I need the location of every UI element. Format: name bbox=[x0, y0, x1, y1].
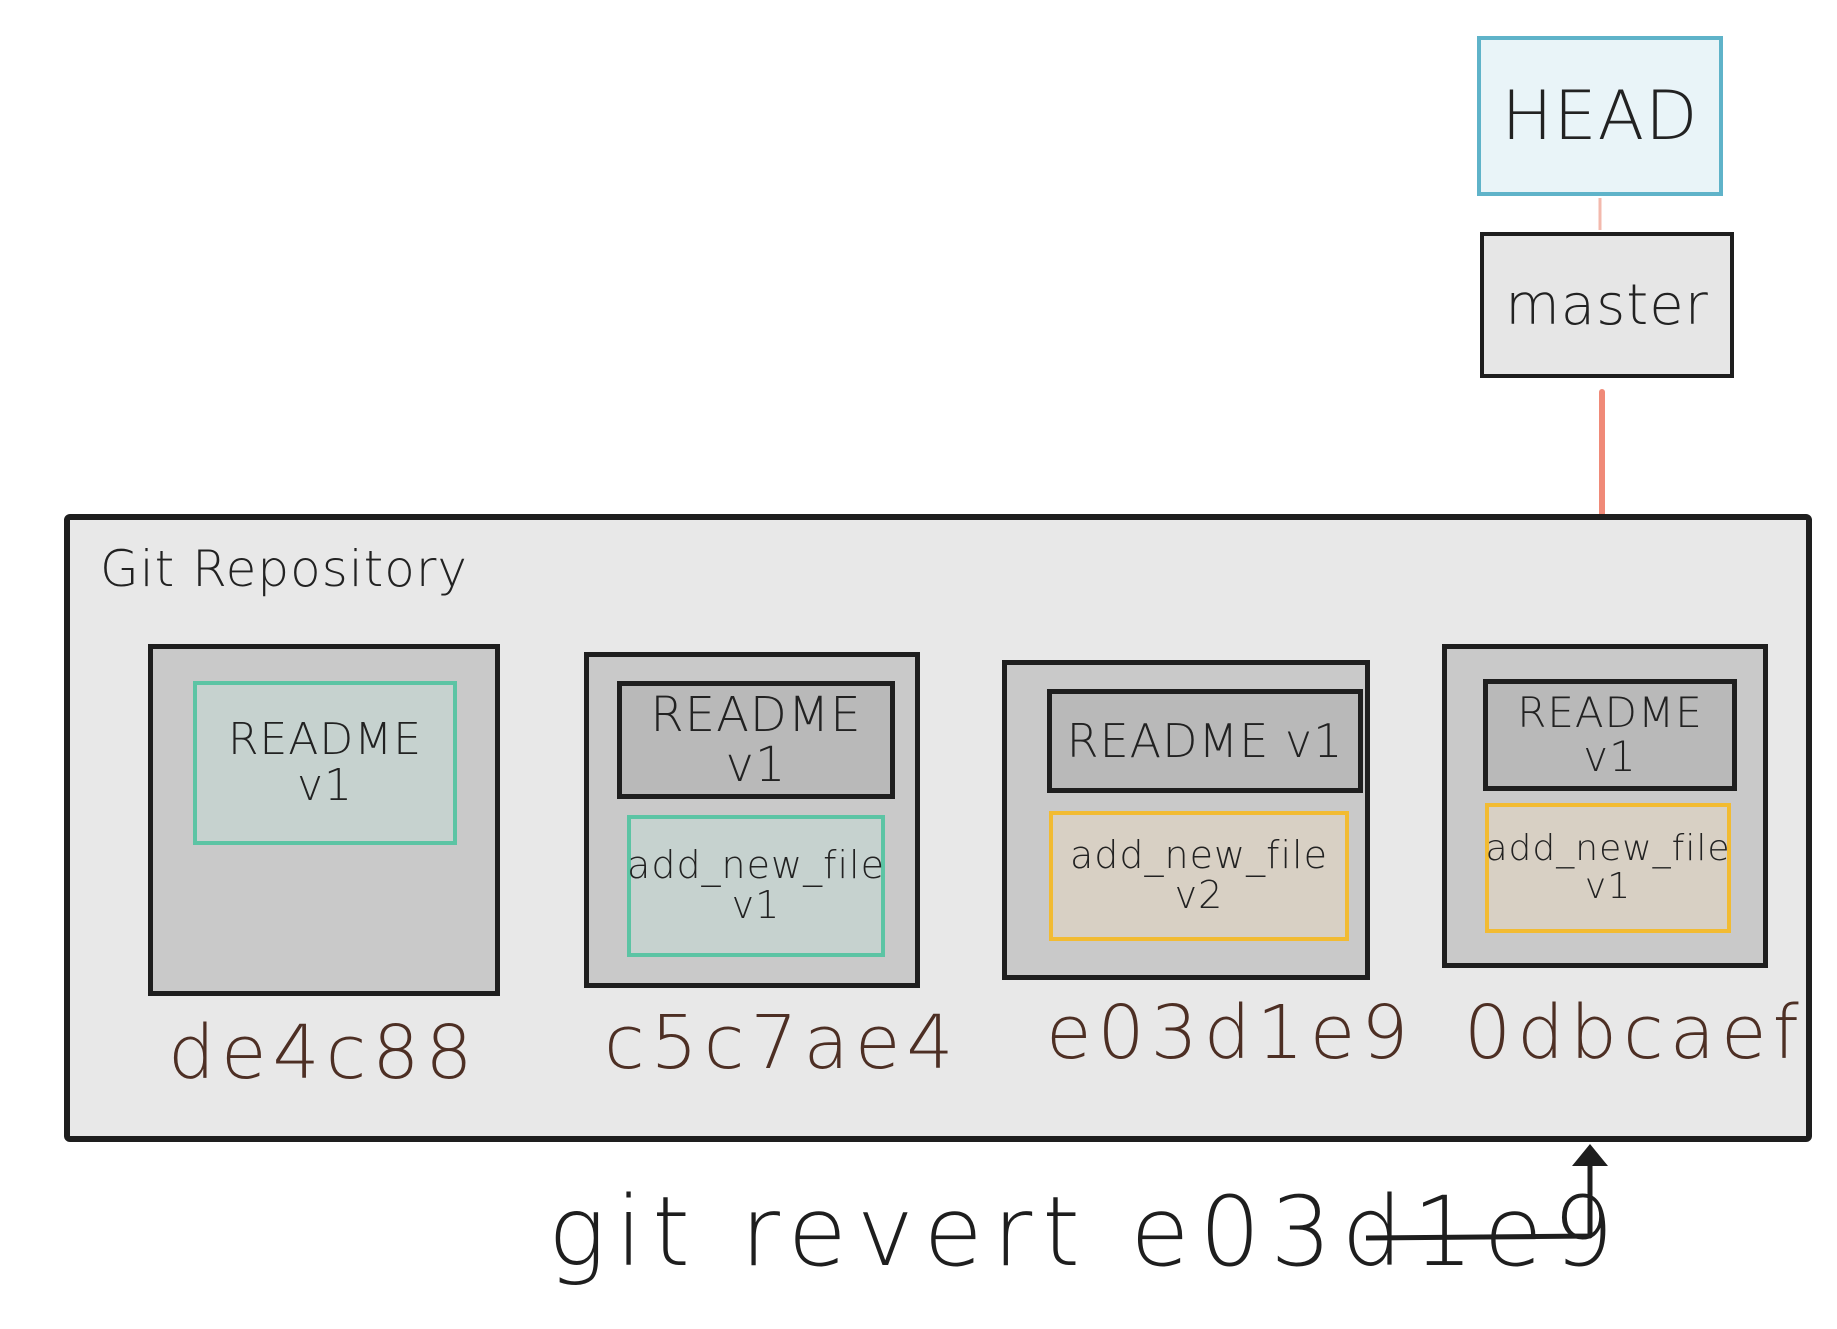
file-label: README v1 bbox=[1066, 713, 1344, 768]
file-label: add_new_file v2 bbox=[1070, 833, 1328, 917]
file-label: README v1 bbox=[227, 713, 423, 811]
command-to-repo-arrow bbox=[1365, 1150, 1593, 1241]
commit-2-hash: c5c7ae4 bbox=[604, 1000, 960, 1086]
branch-label: master bbox=[1505, 272, 1709, 338]
file-label: README v1 bbox=[1517, 687, 1703, 781]
commit-3-hash: e03d1e9 bbox=[1046, 990, 1415, 1076]
commit-1-hash: de4c88 bbox=[168, 1010, 479, 1096]
commit-3-file-2: add_new_file v2 bbox=[1049, 811, 1349, 941]
commit-3: README v1 add_new_file v2 bbox=[1002, 660, 1370, 980]
head-pointer: HEAD bbox=[1477, 36, 1723, 196]
commit-4-file-2: add_new_file v1 bbox=[1485, 803, 1731, 933]
branch-master: master bbox=[1480, 232, 1734, 378]
commit-2: README v1 add_new_file v1 bbox=[584, 652, 920, 988]
file-label: add_new_file v1 bbox=[627, 843, 885, 927]
repository-title: Git Repository bbox=[100, 540, 469, 598]
commit-4: README v1 add_new_file v1 bbox=[1442, 644, 1768, 968]
head-label: HEAD bbox=[1501, 76, 1699, 156]
file-label: README v1 bbox=[650, 686, 862, 793]
commit-2-file-1: README v1 bbox=[617, 681, 895, 799]
commit-2-file-2: add_new_file v1 bbox=[627, 815, 885, 957]
commit-4-hash: 0dbcaef bbox=[1464, 990, 1805, 1076]
command-to-repo-arrowhead bbox=[1572, 1144, 1608, 1166]
revert-command: git revert e03d1e9 bbox=[548, 1176, 1624, 1288]
commit-1: README v1 bbox=[148, 644, 500, 996]
commit-3-file-1: README v1 bbox=[1047, 689, 1363, 793]
commit-4-file-1: README v1 bbox=[1483, 679, 1737, 791]
commit-1-file-1: README v1 bbox=[193, 681, 457, 845]
file-label: add_new_file v1 bbox=[1485, 828, 1731, 907]
